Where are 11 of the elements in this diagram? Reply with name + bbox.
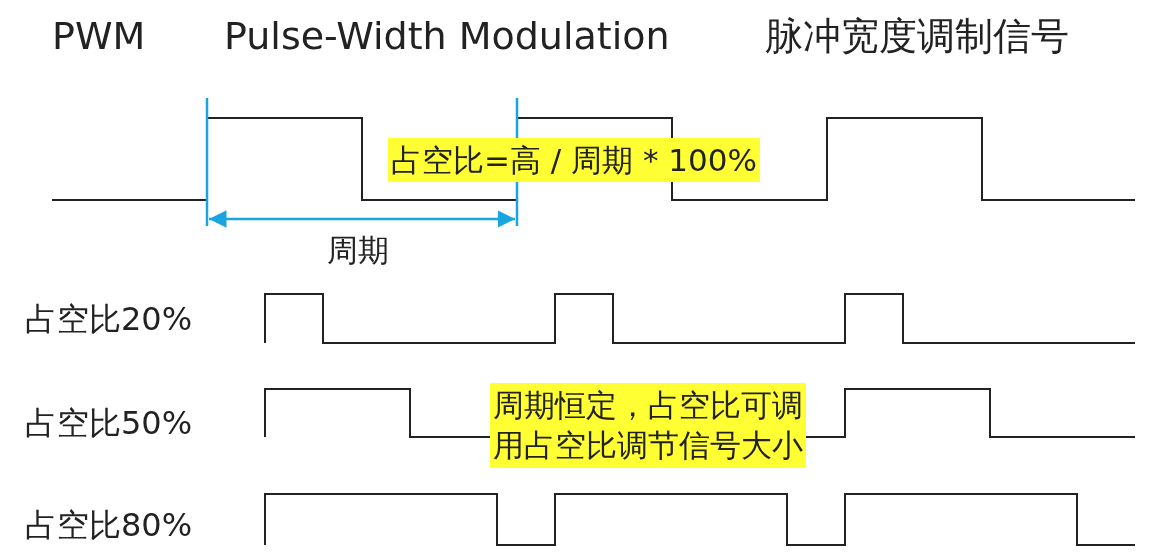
row-label: 占空比50% <box>25 407 193 439</box>
note-line: 用占空比调节信号大小 <box>493 426 803 466</box>
highlighted-text: 占空比=高 / 周期 * 100% <box>388 138 760 183</box>
heading: 脉冲宽度调制信号 <box>765 17 1069 55</box>
note-line: 周期恒定，占空比可调 <box>493 386 803 425</box>
heading: Pulse-Width Modulation <box>224 17 670 55</box>
highlight-box <box>490 383 806 468</box>
row-label: 占空比80% <box>25 509 193 541</box>
row-label: 占空比20% <box>25 303 193 335</box>
dimension-label: 周期 <box>327 235 389 266</box>
heading: PWM <box>52 17 146 55</box>
